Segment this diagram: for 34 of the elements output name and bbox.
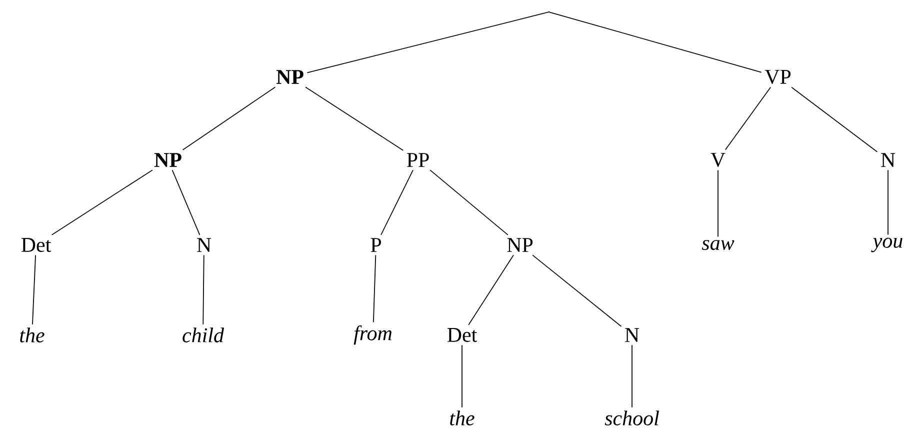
- word-label: the: [450, 410, 474, 426]
- category-label: P: [370, 238, 381, 252]
- category-label: N: [625, 328, 640, 342]
- tree-branch: [430, 170, 508, 236]
- word-label: saw: [702, 240, 734, 250]
- tree-branch: [306, 12, 549, 74]
- tree-branch: [372, 254, 376, 323]
- word-label: from: [354, 325, 392, 345]
- tree-branch: [791, 86, 878, 152]
- word-label: school: [604, 410, 659, 426]
- category-label: NP: [276, 70, 304, 84]
- category-label: V: [710, 152, 726, 168]
- category-label: N: [881, 153, 896, 167]
- tree-branch: [305, 86, 404, 151]
- tree-branch: [468, 254, 514, 326]
- tree-branch: [172, 170, 200, 236]
- category-label: N: [197, 238, 212, 252]
- tree-branch: [51, 170, 153, 236]
- tree-branch: [202, 254, 204, 325]
- word-label: child: [182, 328, 224, 342]
- category-label: Det: [447, 328, 478, 342]
- tree-branch: [32, 254, 36, 325]
- category-label: NP: [507, 238, 533, 252]
- category-label: Det: [21, 238, 52, 252]
- word-label: you: [871, 238, 902, 252]
- tree-branch: [380, 170, 414, 236]
- category-label: NP: [154, 153, 182, 167]
- word-label: the: [20, 328, 44, 342]
- tree-branch: [182, 86, 276, 150]
- category-label: VP: [764, 70, 791, 84]
- tree-branch: [549, 12, 762, 73]
- tree-branch: [724, 86, 772, 150]
- category-label: PP: [406, 153, 429, 167]
- tree-branch: [532, 254, 622, 327]
